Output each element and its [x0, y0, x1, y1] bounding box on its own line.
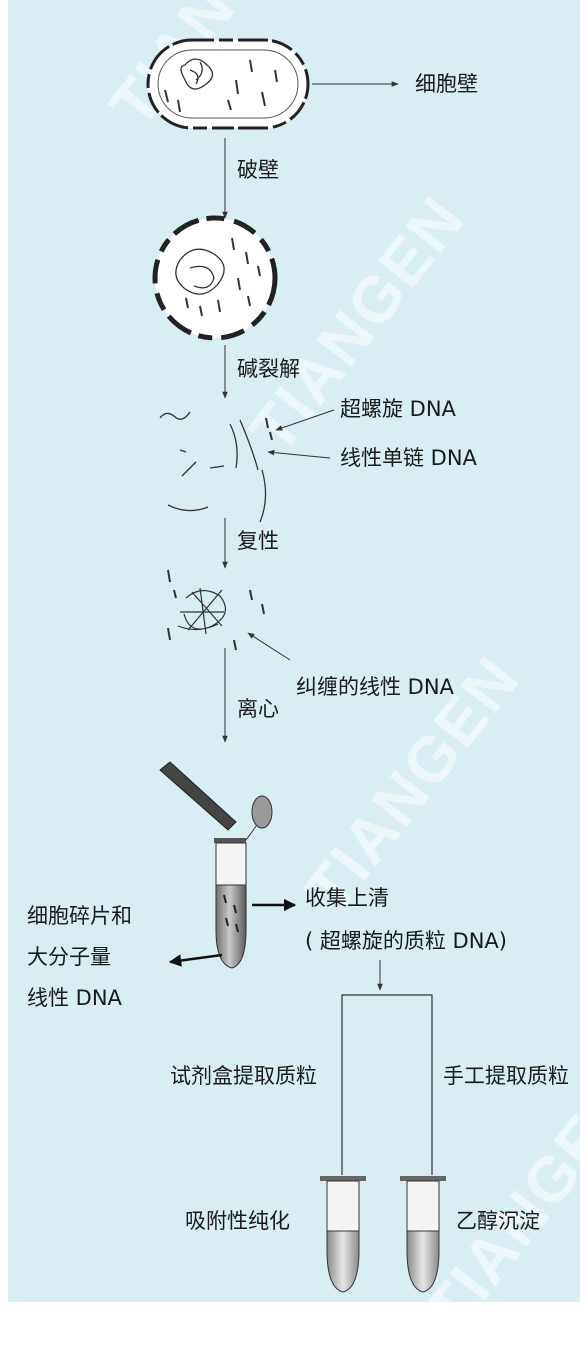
- intact-cell: [146, 38, 310, 130]
- supercoiled-dna-label: 超螺旋 DNA: [340, 397, 456, 421]
- step-break-wall: 破壁: [237, 158, 279, 182]
- debris-arrow: [168, 953, 223, 967]
- step-alkaline-lysis: 碱裂解: [237, 357, 300, 381]
- supernatant-sub-label: ( 超螺旋的质粒 DNA): [305, 929, 507, 953]
- method-kit-label: 试剂盒提取质粒: [170, 1064, 317, 1088]
- debris-label-1: 细胞碎片和: [27, 904, 132, 928]
- kit-result-label: 吸附性纯化: [185, 1209, 290, 1233]
- broken-cell: [152, 215, 278, 341]
- branch-lines: [341, 994, 433, 1175]
- manual-result-label: 乙醇沉淀: [456, 1209, 540, 1233]
- tube-kit: [320, 1176, 366, 1293]
- step-centrifuge: 离心: [237, 697, 279, 721]
- method-manual-label: 手工提取质粒: [443, 1064, 569, 1088]
- process-artwork: [146, 38, 446, 1293]
- linear-ss-pointer: [267, 449, 331, 459]
- centrifuge-tube: [159, 761, 273, 969]
- background-panel: [8, 0, 580, 1302]
- tangled-pointer: [247, 632, 291, 661]
- debris-label-2: 大分子量: [27, 945, 111, 969]
- step-renature: 复性: [237, 529, 279, 553]
- tube-manual: [400, 1176, 446, 1293]
- lysed-dna: [159, 411, 273, 523]
- tangled-dna-label: 纠缠的线性 DNA: [296, 675, 454, 699]
- supernatant-label: 收集上清: [305, 886, 389, 910]
- diagram-stage: TIANGEN TIANGEN TIANGEN TIANGEN: [8, 0, 580, 1302]
- tangled-dna: [167, 569, 265, 651]
- supercoil-pointer: [275, 409, 335, 431]
- cell-wall-label: 细胞壁: [415, 72, 478, 96]
- linear-ss-dna-label: 线性单链 DNA: [340, 446, 477, 470]
- debris-label-3: 线性 DNA: [27, 986, 122, 1010]
